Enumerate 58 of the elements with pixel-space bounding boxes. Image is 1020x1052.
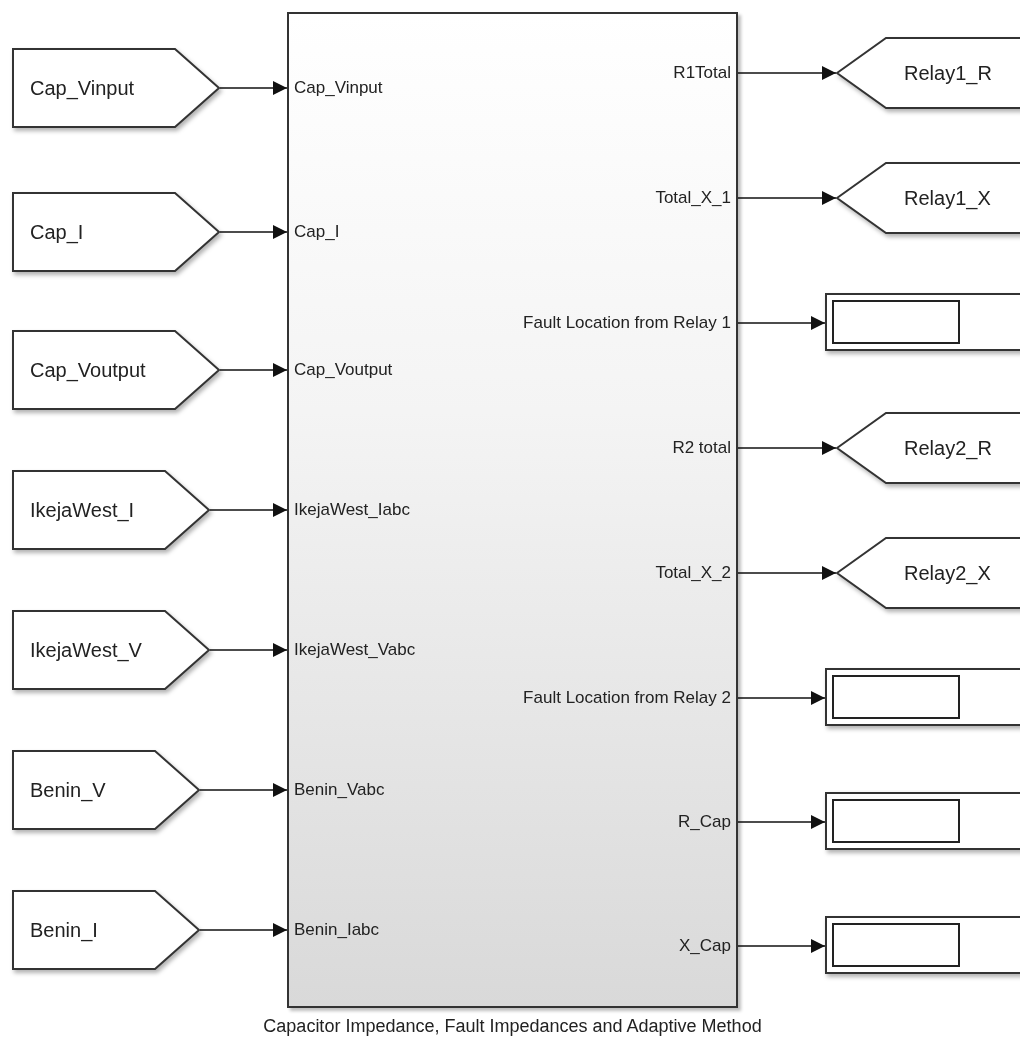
display-block — [825, 792, 1020, 852]
signal-arrow — [737, 191, 837, 205]
signal-arrow — [209, 643, 288, 657]
port-label: Total_X_2 — [650, 561, 736, 585]
from-tag — [12, 470, 210, 550]
from-tag — [12, 192, 220, 272]
tag-label: Relay1_R — [904, 61, 992, 85]
tag-label: Benin_I — [30, 918, 98, 942]
port-label: R_Cap — [673, 810, 736, 834]
port-label: R2 total — [667, 436, 736, 460]
goto-tag — [836, 37, 1020, 109]
from-tag — [12, 750, 200, 830]
port-label: Fault Location from Relay 2 — [518, 686, 736, 710]
display-block — [825, 293, 1020, 353]
tag-label: Relay2_R — [904, 436, 992, 460]
signal-arrow — [737, 566, 837, 580]
from-tag — [12, 610, 210, 690]
tag-label: IkejaWest_I — [30, 498, 135, 522]
signal-arrow — [209, 503, 288, 517]
signal-arrow — [737, 66, 837, 80]
port-label: IkejaWest_Vabc — [289, 638, 421, 662]
port-label: Cap_Voutput — [289, 358, 398, 382]
goto-tag — [836, 162, 1020, 234]
tag-label: Cap_Vinput — [30, 76, 135, 100]
port-label: Benin_Vabc — [289, 778, 390, 802]
port-label: Cap_I — [289, 220, 345, 244]
tag-label: Cap_Voutput — [30, 358, 146, 382]
tag-label: Relay1_X — [904, 186, 991, 210]
tag-label: IkejaWest_V — [30, 638, 142, 662]
subsystem-block — [287, 12, 738, 1008]
port-label: R1Total — [668, 61, 736, 85]
display-block — [825, 916, 1020, 976]
goto-tag — [836, 412, 1020, 484]
block-caption: Capacitor Impedance, Fault Impedances and Adaptive Method — [262, 1016, 763, 1037]
signal-arrow — [737, 691, 826, 705]
tag-label: Relay2_X — [904, 561, 991, 585]
from-tag — [12, 48, 220, 128]
tag-label: Cap_I — [30, 220, 84, 244]
signal-arrow — [199, 783, 288, 797]
signal-arrow — [199, 923, 288, 937]
signal-arrow — [737, 815, 826, 829]
signal-arrow — [737, 316, 826, 330]
tag-label: Benin_V — [30, 778, 106, 802]
port-label: Fault Location from Relay 1 — [518, 311, 736, 335]
signal-arrow — [219, 81, 288, 95]
goto-tag — [836, 537, 1020, 609]
port-label: IkejaWest_Iabc — [289, 498, 415, 522]
from-tag — [12, 890, 200, 970]
display-block — [825, 668, 1020, 728]
signal-arrow — [219, 363, 288, 377]
port-label: Benin_Iabc — [289, 918, 385, 942]
port-label: Total_X_1 — [650, 186, 736, 210]
signal-arrow — [737, 441, 837, 455]
port-label: X_Cap — [674, 934, 736, 958]
port-label: Cap_Vinput — [289, 76, 388, 100]
from-tag — [12, 330, 220, 410]
signal-arrow — [219, 225, 288, 239]
signal-arrow — [737, 939, 826, 953]
